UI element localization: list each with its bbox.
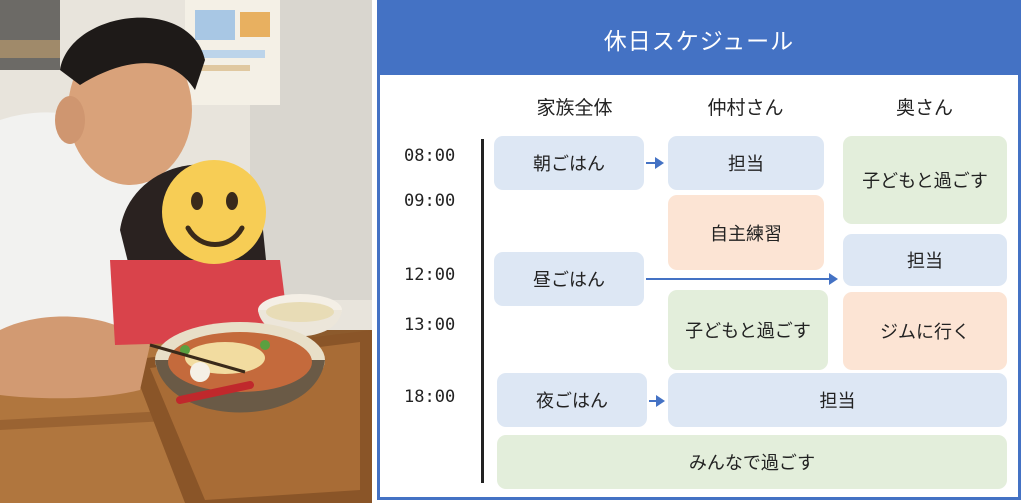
block-nakamura-breakfast: 担当 <box>668 136 824 190</box>
block-nakamura-kids: 子どもと過ごす <box>668 290 828 370</box>
time-label: 12:00 <box>404 265 456 285</box>
block-family-dinner: 夜ごはん <box>497 373 647 427</box>
column-header-wife: 奥さん <box>895 97 953 119</box>
schedule-panel: 休日スケジュール 家族全体 仲村さん 奥さん 08:00 09:00 12:00… <box>377 0 1021 500</box>
family-photo <box>0 0 372 503</box>
time-label: 08:00 <box>404 146 456 166</box>
time-label: 13:00 <box>404 315 456 335</box>
arrow-lunch <box>646 273 838 285</box>
arrow-dinner <box>649 395 665 407</box>
block-family-breakfast: 朝ごはん <box>494 136 644 190</box>
timeline-axis <box>481 139 484 483</box>
block-wife-lunch: 担当 <box>843 234 1007 286</box>
block-nakamura-dinner: 担当 <box>668 373 1007 427</box>
block-wife-kids: 子どもと過ごす <box>843 136 1007 224</box>
block-nakamura-practice: 自主練習 <box>668 195 824 270</box>
column-header-nakamura: 仲村さん <box>707 97 784 119</box>
schedule-title: 休日スケジュール <box>380 3 1018 75</box>
block-family-lunch: 昼ごはん <box>494 252 644 306</box>
time-label: 18:00 <box>404 387 456 407</box>
arrow-breakfast <box>646 157 664 169</box>
column-header-family: 家族全体 <box>536 97 613 119</box>
block-wife-gym: ジムに行く <box>843 292 1007 370</box>
block-family-together: みんなで過ごす <box>497 435 1007 489</box>
time-label: 09:00 <box>404 191 456 211</box>
